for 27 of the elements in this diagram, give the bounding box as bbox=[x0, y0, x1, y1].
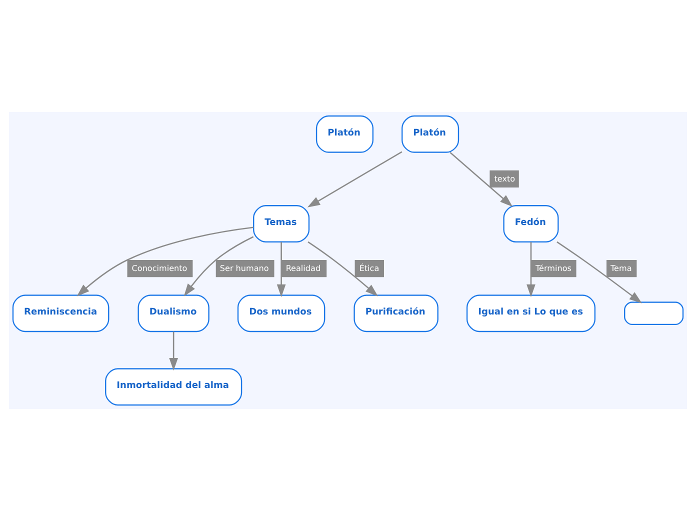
arrow bbox=[556, 240, 642, 303]
node-box: Igual en si Lo que es bbox=[466, 294, 596, 332]
edge-label: Conocimiento bbox=[132, 263, 188, 272]
arrow bbox=[526, 242, 536, 297]
node-box: Temas bbox=[253, 204, 310, 242]
edge-label: Tema bbox=[610, 263, 632, 272]
arrow bbox=[169, 331, 178, 370]
edge-label: Ser humano bbox=[220, 263, 269, 272]
arrow bbox=[184, 236, 254, 296]
node-box bbox=[624, 301, 684, 325]
node-box: Platón bbox=[316, 114, 374, 152]
node-box: Reminiscencia bbox=[12, 294, 110, 332]
node-box: Purificación bbox=[354, 294, 438, 332]
edge-label: texto bbox=[494, 174, 516, 183]
node-box: Platón bbox=[402, 114, 460, 152]
node-box: Fedón bbox=[503, 204, 559, 242]
node-box: Inmortalidad del alma bbox=[105, 368, 242, 406]
node-box: Dos mundos bbox=[237, 294, 326, 332]
edge-label: Realidad bbox=[286, 263, 321, 272]
edge-label: Ética bbox=[359, 263, 380, 272]
arrow bbox=[276, 242, 286, 297]
arrow bbox=[76, 226, 254, 296]
arrow bbox=[450, 151, 513, 206]
arrow bbox=[307, 150, 402, 207]
arrow bbox=[308, 240, 378, 296]
edge-label: Términos bbox=[536, 263, 572, 272]
node-box: Dualismo bbox=[138, 294, 210, 332]
